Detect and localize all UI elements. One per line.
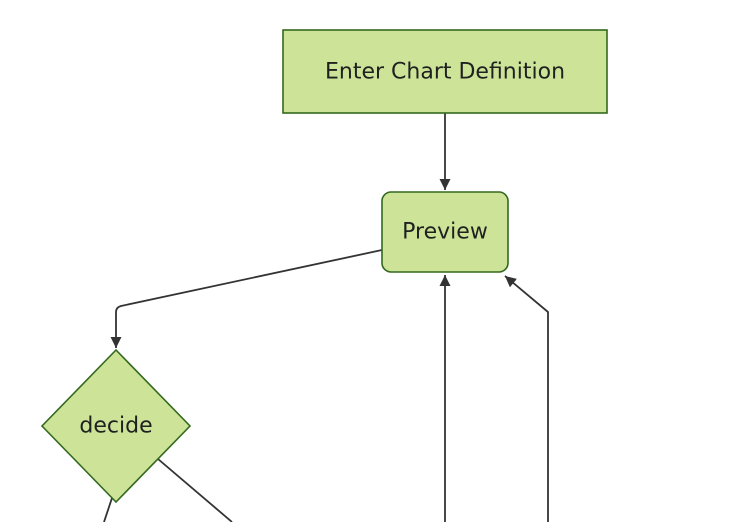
edge-offscreen-right-to-preview [504, 275, 549, 522]
node-preview: Preview [381, 191, 509, 273]
node-enter-chart-definition: Enter Chart Definition [282, 29, 608, 114]
node-label: Enter Chart Definition [325, 60, 565, 85]
edge-decide-to-offscreen-right [157, 458, 233, 522]
rectangle-shape [282, 29, 608, 114]
node-label: decide [79, 414, 152, 439]
diamond-shape [40, 348, 192, 504]
node-label: Preview [402, 220, 488, 245]
rounded-rectangle-shape [381, 191, 509, 273]
edges-layer [103, 113, 549, 522]
edge-preview-to-decide [110, 249, 383, 348]
edge-decide-to-offscreen-left [103, 494, 114, 522]
node-decide: decide [40, 348, 192, 504]
